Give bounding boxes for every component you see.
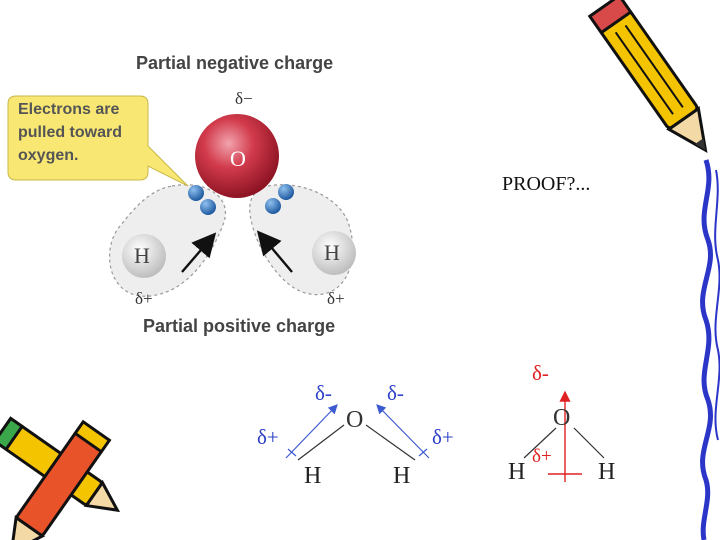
hydrogen-left-atom xyxy=(122,234,166,278)
delta-minus-label: δ- xyxy=(315,381,332,405)
pull-arrow-right xyxy=(256,230,293,273)
delta-minus-label: δ− xyxy=(235,89,253,108)
page-edge-decoration xyxy=(700,159,713,540)
delta-minus-label: δ- xyxy=(532,361,549,385)
bond-line xyxy=(365,424,416,461)
dipole-cross xyxy=(287,448,297,457)
hydrogen-right-label: H xyxy=(324,240,340,265)
bond-line xyxy=(297,424,345,461)
oxygen-label: O xyxy=(230,146,246,171)
electron-dot xyxy=(188,185,204,201)
delta-minus-label: δ- xyxy=(387,381,404,405)
callout-line-3: oxygen. xyxy=(18,147,79,164)
hydrogen-label: H xyxy=(393,463,411,489)
dipole-arrow xyxy=(376,404,430,459)
electron-dot xyxy=(200,199,216,215)
hydrogen-left-label: H xyxy=(134,243,150,268)
bond-line xyxy=(523,427,557,459)
delta-plus-left-label: δ+ xyxy=(135,289,153,308)
pencils-icon xyxy=(0,416,121,540)
proof-text: PROOF?... xyxy=(502,173,591,195)
hydrogen-label: H xyxy=(304,463,322,489)
electron-dot xyxy=(265,198,281,214)
callout-line-1: Electrons are xyxy=(18,101,120,118)
hydrogen-label: H xyxy=(598,459,616,485)
dipole-arrow xyxy=(285,404,338,459)
pull-arrow-left xyxy=(181,232,217,273)
hydrogen-right-atom xyxy=(312,231,356,275)
oxygen-label: O xyxy=(346,407,364,433)
delta-plus-label: δ+ xyxy=(532,446,552,467)
dipole-cross xyxy=(418,448,428,457)
oxygen-label: O xyxy=(553,405,571,431)
delta-plus-label: δ+ xyxy=(432,425,454,449)
callout-line-2: pulled toward xyxy=(18,124,122,141)
hydrogen-label: H xyxy=(508,459,526,485)
oxygen-atom xyxy=(195,114,279,198)
pencil-icon xyxy=(587,0,708,153)
top-caption: Partial negative charge xyxy=(136,53,334,73)
delta-plus-label: δ+ xyxy=(257,425,279,449)
electron-dot xyxy=(278,184,294,200)
callout-box xyxy=(7,95,189,187)
bottom-caption: Partial positive charge xyxy=(143,316,336,336)
delta-plus-right-label: δ+ xyxy=(327,289,345,308)
page-edge-decoration xyxy=(714,169,720,441)
bond-line xyxy=(573,427,605,459)
